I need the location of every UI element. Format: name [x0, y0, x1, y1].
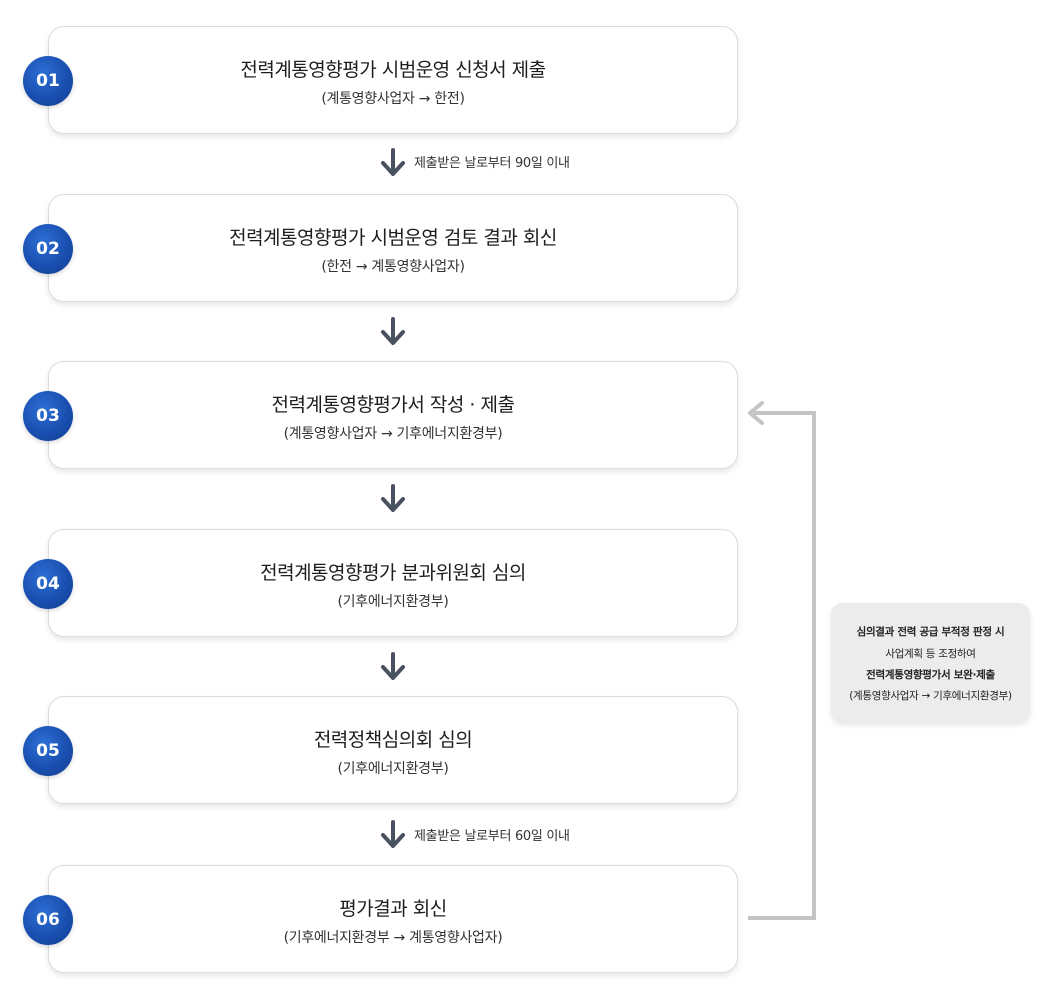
step-card-01: 전력계통영향평가 시범운영 신청서 제출 (계통영향사업자 → 한전) — [48, 26, 738, 134]
step-title: 전력계통영향평가서 작성 · 제출 — [271, 394, 515, 416]
feedback-line-4: (계통영향사업자 → 기후에너지환경부) — [849, 690, 1012, 702]
step-subtitle: (한전 → 계통영향사업자) — [321, 259, 465, 275]
step-card-04: 전력계통영향평가 분과위원회 심의 (기후에너지환경부) — [48, 529, 738, 637]
step-number-badge: 01 — [23, 56, 73, 106]
feedback-line-1: 심의결과 전력 공급 부적정 판정 시 — [856, 626, 1005, 638]
feedback-line-2: 사업계획 등 조정하여 — [885, 648, 976, 660]
step-title: 전력정책심의회 심의 — [313, 729, 473, 751]
step-number-badge: 04 — [23, 559, 73, 609]
step-card-06: 평가결과 회신 (기후에너지환경부 → 계통영향사업자) — [48, 865, 738, 973]
down-arrow-icon — [381, 317, 405, 345]
step-title: 전력계통영향평가 시범운영 신청서 제출 — [240, 59, 546, 81]
down-arrow-icon — [381, 652, 405, 680]
feedback-note-box: 심의결과 전력 공급 부적정 판정 시 사업계획 등 조정하여 전력계통영향평가… — [831, 603, 1030, 723]
step-subtitle: (기후에너지환경부) — [337, 761, 449, 777]
step-card-03: 전력계통영향평가서 작성 · 제출 (계통영향사업자 → 기후에너지환경부) — [48, 361, 738, 469]
step-subtitle: (기후에너지환경부 → 계통영향사업자) — [283, 930, 503, 946]
feedback-line-3: 전력계통영향평가서 보완·제출 — [866, 669, 995, 681]
step-card-02: 전력계통영향평가 시범운영 검토 결과 회신 (한전 → 계통영향사업자) — [48, 194, 738, 302]
down-arrow-icon — [381, 820, 405, 848]
step-title: 평가결과 회신 — [339, 898, 447, 920]
down-arrow-icon — [381, 148, 405, 176]
step-title: 전력계통영향평가 시범운영 검토 결과 회신 — [229, 227, 557, 249]
step-number-badge: 02 — [23, 224, 73, 274]
step-subtitle: (계통영향사업자 → 기후에너지환경부) — [283, 426, 503, 442]
step-number-badge: 06 — [23, 895, 73, 945]
step-subtitle: (계통영향사업자 → 한전) — [321, 91, 465, 107]
step-card-05: 전력정책심의회 심의 (기후에너지환경부) — [48, 696, 738, 804]
step-number-badge: 05 — [23, 726, 73, 776]
feedback-loop-arrow — [748, 401, 816, 920]
step-title: 전력계통영향평가 분과위원회 심의 — [260, 562, 526, 584]
step-number-badge: 03 — [23, 391, 73, 441]
deadline-note: 제출받은 날로부터 90일 이내 — [414, 156, 570, 171]
step-subtitle: (기후에너지환경부) — [337, 594, 449, 610]
deadline-note: 제출받은 날로부터 60일 이내 — [414, 829, 570, 844]
down-arrow-icon — [381, 484, 405, 512]
